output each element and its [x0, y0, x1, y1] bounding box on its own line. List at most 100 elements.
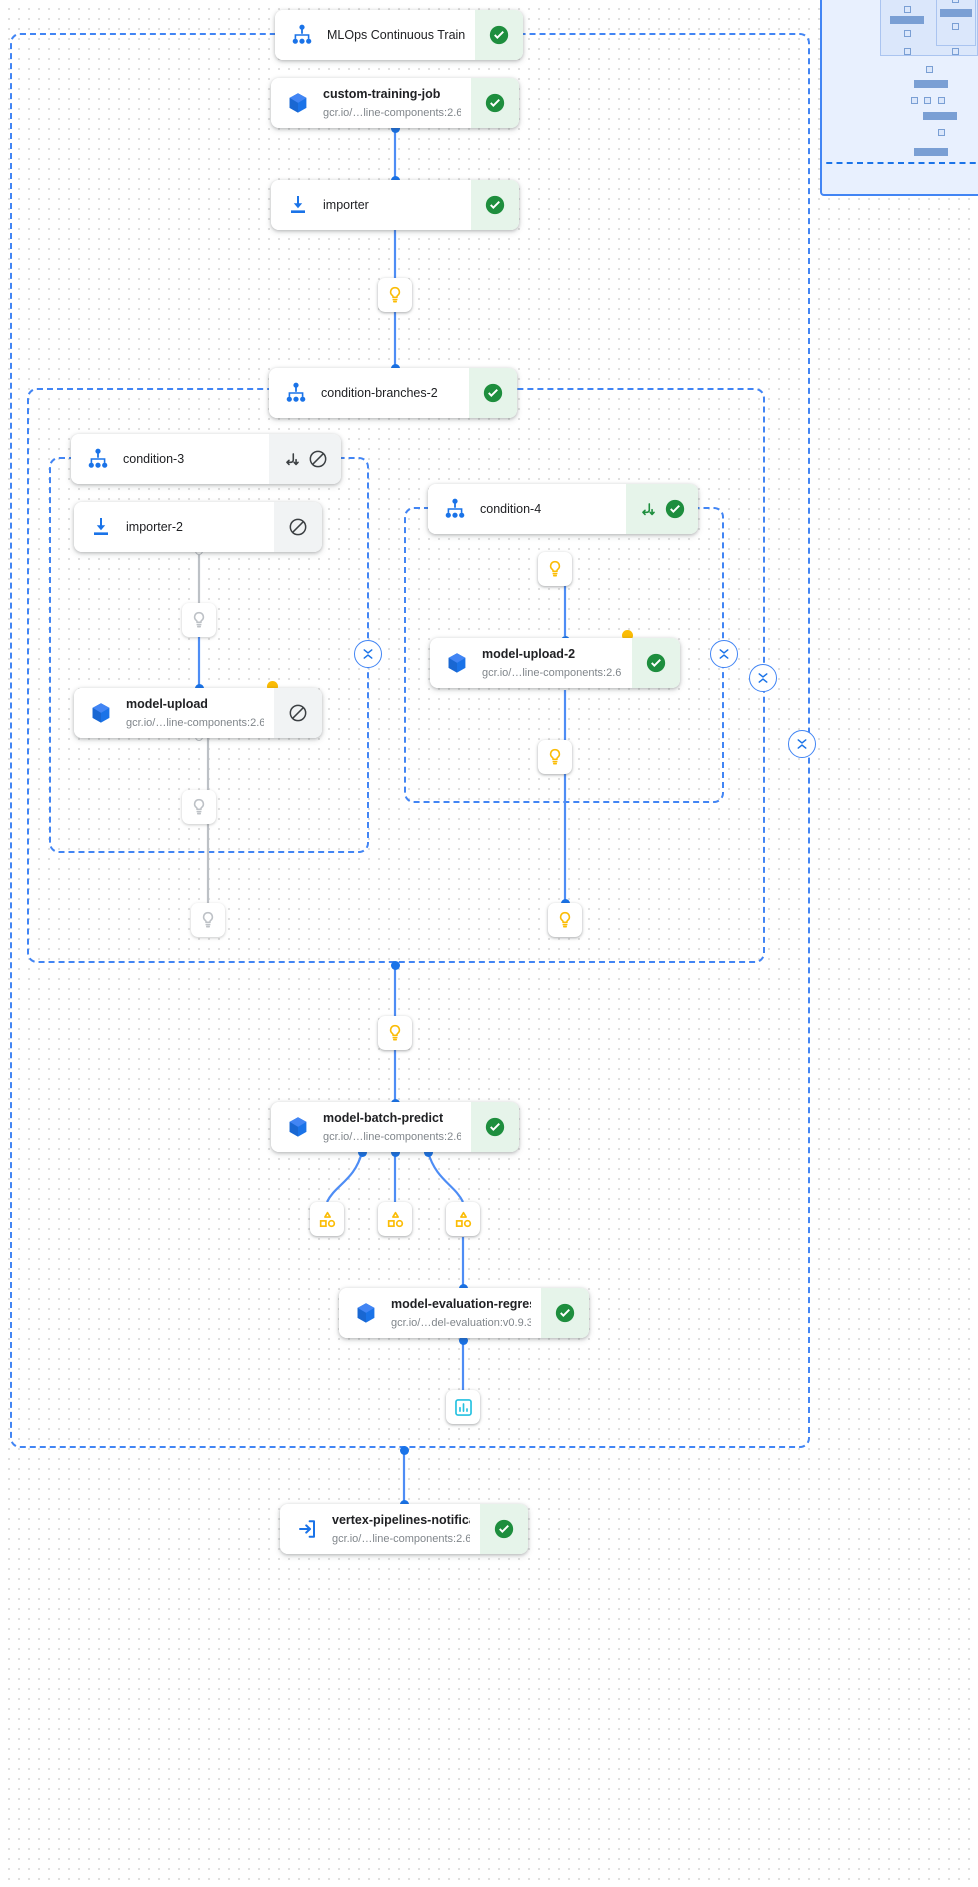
node-model-evaluation-regression[interactable]: model-evaluation-regres… gcr.io/…del-eva…	[339, 1288, 589, 1338]
node-custom-training-job[interactable]: custom-training-job gcr.io/…line-compone…	[271, 78, 519, 128]
check-circle-icon	[489, 25, 509, 45]
port-dot-warning	[267, 681, 278, 692]
container-cube-icon	[88, 700, 114, 726]
container-cube-icon	[285, 90, 311, 116]
artifact-chip-metrics[interactable]	[446, 1390, 480, 1424]
node-body[interactable]: model-upload gcr.io/…line-components:2.6…	[74, 688, 274, 738]
node-condition-4[interactable]: condition-4	[428, 484, 698, 534]
port-dot	[358, 1148, 367, 1157]
artifact-chip-lightbulb[interactable]	[538, 740, 572, 774]
node-condition-branches-2[interactable]: condition-branches-2	[269, 368, 517, 418]
branch-arrow-icon	[641, 502, 655, 515]
status-badge-skipped[interactable]	[274, 502, 322, 552]
minimap-node	[914, 80, 948, 88]
minimap-node	[904, 30, 911, 37]
node-body[interactable]: importer	[271, 180, 471, 230]
node-body[interactable]: importer-2	[74, 502, 274, 552]
collapse-chevrons-icon	[363, 649, 373, 659]
status-badge-succeeded[interactable]	[626, 484, 698, 534]
node-body[interactable]: vertex-pipelines-notificat… gcr.io/…line…	[280, 1504, 480, 1554]
port-dot	[391, 961, 400, 970]
minimap-viewport-frame[interactable]	[822, 0, 978, 164]
status-badge-succeeded[interactable]	[475, 10, 523, 60]
lightbulb-icon	[202, 911, 214, 928]
branch-arrow-icon	[285, 452, 299, 465]
node-title: importer-2	[126, 520, 183, 534]
artifact-chip-lightbulb[interactable]	[182, 603, 216, 637]
minimap-node	[914, 148, 948, 156]
node-body[interactable]: condition-4	[428, 484, 626, 534]
node-importer-2[interactable]: importer-2	[74, 502, 322, 552]
lightbulb-icon	[389, 286, 401, 303]
shapes-artifact-icon	[455, 1211, 471, 1227]
collapse-toggle-condition-branches-2[interactable]	[749, 664, 777, 692]
exit-arrow-icon	[294, 1516, 320, 1542]
minimap-node	[938, 97, 945, 104]
check-circle-icon	[485, 195, 505, 215]
node-importer[interactable]: importer	[271, 180, 519, 230]
node-body[interactable]: condition-branches-2	[269, 368, 469, 418]
artifact-chip-dataset[interactable]	[310, 1202, 344, 1236]
lightbulb-icon	[389, 1024, 401, 1041]
artifact-chip-dataset[interactable]	[446, 1202, 480, 1236]
status-badge-succeeded[interactable]	[471, 180, 519, 230]
node-subtitle: gcr.io/…line-components:2.6.0	[323, 107, 461, 119]
node-body[interactable]: MLOps Continuous Traini…	[275, 10, 475, 60]
minimap-node	[924, 97, 931, 104]
node-body[interactable]: custom-training-job gcr.io/…line-compone…	[271, 78, 471, 128]
minimap-node	[952, 23, 959, 30]
node-text: model-upload-2 gcr.io/…line-components:2…	[482, 645, 622, 681]
node-body[interactable]: model-upload-2 gcr.io/…line-components:2…	[430, 638, 632, 688]
node-text: model-evaluation-regres… gcr.io/…del-eva…	[391, 1295, 531, 1331]
minimap-node	[923, 112, 957, 120]
shapes-artifact-icon	[319, 1211, 335, 1227]
lightbulb-icon	[193, 798, 205, 815]
node-title: custom-training-job	[323, 87, 441, 101]
node-body[interactable]: condition-3	[71, 434, 269, 484]
node-mlops-continuous-training[interactable]: MLOps Continuous Traini…	[275, 10, 523, 60]
minimap-content	[822, 0, 978, 194]
node-subtitle: gcr.io/…line-components:2.6.0	[126, 717, 264, 729]
container-cube-icon	[353, 1300, 379, 1326]
node-body[interactable]: model-evaluation-regres… gcr.io/…del-eva…	[339, 1288, 541, 1338]
status-badge-skipped[interactable]	[274, 688, 322, 738]
node-condition-3[interactable]: condition-3	[71, 434, 341, 484]
artifact-chip-lightbulb[interactable]	[191, 903, 225, 937]
node-model-batch-predict[interactable]: model-batch-predict gcr.io/…line-compone…	[271, 1102, 519, 1152]
node-vertex-pipelines-notification[interactable]: vertex-pipelines-notificat… gcr.io/…line…	[280, 1504, 528, 1554]
artifact-chip-dataset[interactable]	[378, 1202, 412, 1236]
minimap-node	[890, 16, 924, 24]
artifact-chip-lightbulb[interactable]	[548, 903, 582, 937]
artifact-chip-lightbulb[interactable]	[538, 552, 572, 586]
node-text: condition-3	[123, 450, 184, 468]
node-body[interactable]: model-batch-predict gcr.io/…line-compone…	[271, 1102, 471, 1152]
collapse-chevrons-icon	[797, 739, 807, 749]
metrics-chart-icon	[454, 1398, 472, 1416]
status-badge-succeeded[interactable]	[471, 1102, 519, 1152]
import-download-icon	[88, 514, 114, 540]
check-circle-icon	[485, 93, 505, 113]
node-title: vertex-pipelines-notificat…	[332, 1513, 470, 1527]
status-badge-succeeded[interactable]	[480, 1504, 528, 1554]
node-model-upload[interactable]: model-upload gcr.io/…line-components:2.6…	[74, 688, 322, 738]
collapse-toggle-condition-4[interactable]	[710, 640, 738, 668]
status-badge-succeeded[interactable]	[471, 78, 519, 128]
block-circle-icon	[289, 704, 307, 722]
artifact-chip-lightbulb[interactable]	[378, 1016, 412, 1050]
node-title: model-upload	[126, 697, 208, 711]
status-badge-skipped[interactable]	[269, 434, 341, 484]
collapse-toggle-condition-3[interactable]	[354, 640, 382, 668]
status-badge-succeeded[interactable]	[541, 1288, 589, 1338]
status-badge-succeeded[interactable]	[632, 638, 680, 688]
graph-minimap[interactable]	[820, 0, 978, 196]
collapse-toggle-root[interactable]	[788, 730, 816, 758]
artifact-chip-lightbulb[interactable]	[378, 278, 412, 312]
status-badge-succeeded[interactable]	[469, 368, 517, 418]
node-text: condition-branches-2	[321, 384, 438, 402]
node-model-upload-2[interactable]: model-upload-2 gcr.io/…line-components:2…	[430, 638, 680, 688]
minimap-node	[926, 66, 933, 73]
minimap-node	[904, 6, 911, 13]
artifact-chip-lightbulb[interactable]	[182, 790, 216, 824]
lightbulb-icon	[559, 911, 571, 928]
